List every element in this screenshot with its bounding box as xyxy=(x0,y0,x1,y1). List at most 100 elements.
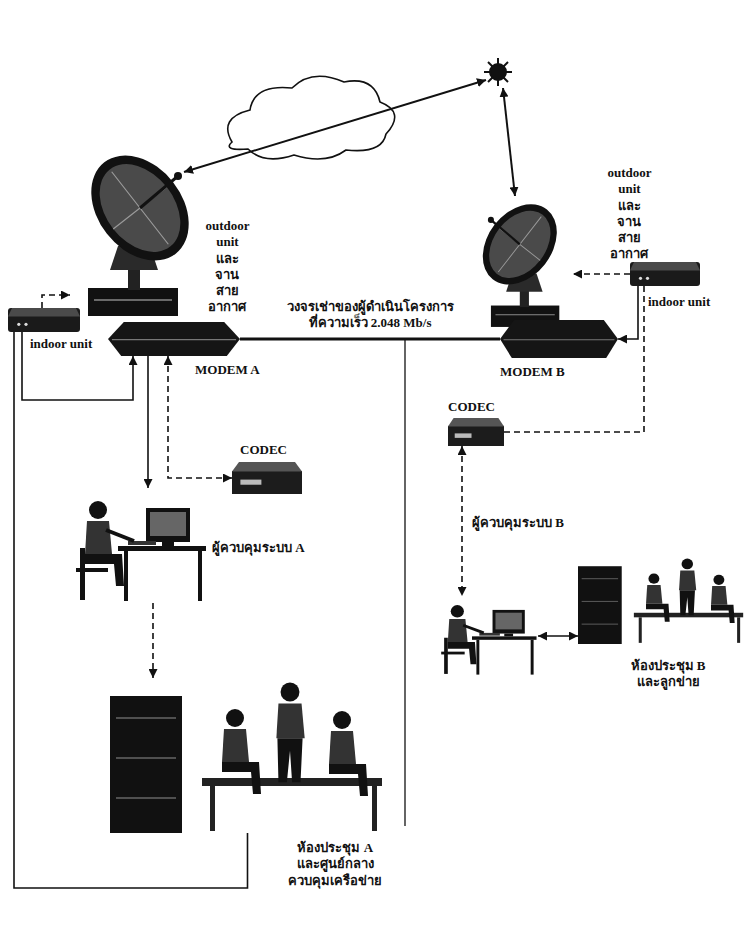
meeting-room: ห้องประชุม B และลูกข่าย xyxy=(578,556,745,644)
satellite-dish: outdoor unit และจานสายอากาศ xyxy=(478,200,573,330)
device-label: CODEC xyxy=(240,442,287,458)
person-head xyxy=(713,575,724,585)
feed-horn xyxy=(488,217,494,223)
dish-reflector xyxy=(468,190,573,299)
satellite xyxy=(484,58,512,86)
desk-leg xyxy=(124,551,128,601)
monitor-stand xyxy=(504,634,513,637)
unit-trim xyxy=(94,299,172,301)
unit-body xyxy=(630,262,700,286)
link-label: วงจรเช่าของผู้ดำเนินโครงการ ที่ความเร็ว … xyxy=(252,299,488,332)
table-leg xyxy=(639,617,642,643)
connector xyxy=(240,338,500,341)
modem-body xyxy=(108,322,240,356)
person-head xyxy=(281,683,300,702)
person-body xyxy=(711,586,727,605)
uplink-arrow xyxy=(184,80,486,172)
codec-icon xyxy=(232,462,302,494)
feed-arm xyxy=(140,176,178,208)
operator-station: ผู้ควบคุมระบบ B xyxy=(428,596,538,676)
modem-icon xyxy=(108,322,240,356)
connector xyxy=(14,332,248,888)
person-head xyxy=(451,605,464,618)
codec-body xyxy=(232,471,302,494)
table-leg xyxy=(372,786,377,831)
monitor xyxy=(146,508,190,542)
indoor-unit-icon xyxy=(630,262,700,286)
codec-icon xyxy=(448,418,504,446)
connector xyxy=(538,635,578,637)
equipment-cabinet xyxy=(110,696,182,833)
dish-face xyxy=(477,199,564,290)
meeting-room: ห้องประชุม A และศูนย์กลางควบคุมเครือข่าย xyxy=(110,678,385,833)
person-legs xyxy=(85,554,124,586)
codec-panel xyxy=(240,480,261,485)
device-label: CODEC xyxy=(448,399,495,415)
table-leg xyxy=(210,786,215,831)
modem-icon xyxy=(500,320,618,358)
person-body xyxy=(329,731,356,764)
person-body xyxy=(448,619,468,642)
satellite-dish-icon xyxy=(478,200,573,330)
indoor-unit-icon xyxy=(8,308,80,332)
device-label: indoor unit xyxy=(30,336,92,352)
connector xyxy=(42,295,70,308)
chair-leg xyxy=(444,638,448,674)
monitor xyxy=(493,610,525,634)
device-label: ผู้ควบคุมระบบ A xyxy=(212,540,305,556)
satellite-dish: outdoor unit และจานสายอากาศ xyxy=(70,150,195,320)
monitor-stand xyxy=(162,542,174,546)
person-legs xyxy=(646,604,670,622)
modem-edge xyxy=(504,339,615,340)
person-body xyxy=(646,585,662,604)
desk-leg xyxy=(476,640,479,675)
indoor-unit: indoor unit xyxy=(630,262,700,286)
person-body xyxy=(276,704,304,739)
device-label: ห้องประชุม A และศูนย์กลางควบคุมเครือข่าย xyxy=(286,840,386,889)
person-legs xyxy=(277,738,302,782)
operator-station-icon xyxy=(428,596,538,676)
unit-top xyxy=(630,262,700,270)
modem: MODEM A xyxy=(108,322,240,356)
cloud xyxy=(228,76,395,159)
person-legs xyxy=(329,764,368,796)
person-body xyxy=(85,521,112,554)
person-head xyxy=(648,574,659,584)
feed-horn xyxy=(174,172,182,180)
person-head xyxy=(89,501,107,519)
feed-arm xyxy=(491,220,520,244)
codec: CODEC xyxy=(232,462,302,494)
dish-ribs xyxy=(85,151,195,265)
desk-top xyxy=(472,636,537,639)
person-head xyxy=(682,559,693,570)
unit-body xyxy=(8,308,80,332)
device-label: ผู้ควบคุมระบบ B xyxy=(472,515,564,531)
modem-edge xyxy=(112,339,236,340)
person-body xyxy=(222,729,249,762)
person-body xyxy=(679,571,696,591)
operator-station: ผู้ควบคุมระบบ A xyxy=(58,488,208,603)
desk-top xyxy=(118,546,206,551)
device-label: ห้องประชุม B และลูกข่าย xyxy=(611,658,726,691)
connector xyxy=(573,273,630,275)
outdoor-unit-box xyxy=(88,288,178,316)
cabinet-lines xyxy=(116,718,176,798)
operator-station-icon xyxy=(58,488,208,603)
device-label: outdoor unit และจานสายอากาศ xyxy=(608,165,652,263)
codec-top xyxy=(232,462,302,472)
person-legs xyxy=(711,605,735,623)
person-legs xyxy=(222,762,261,794)
device-label: indoor unit xyxy=(648,294,710,310)
modem-body xyxy=(500,320,618,358)
device-label: outdoor unit และจานสายอากาศ xyxy=(206,218,250,316)
cabinet-lines xyxy=(582,579,618,624)
connector xyxy=(461,446,463,596)
equipment-cabinet xyxy=(578,566,622,644)
meeting-room-icon xyxy=(578,556,745,644)
connector xyxy=(618,286,638,339)
unit-top xyxy=(8,308,80,316)
divider-line xyxy=(404,339,405,826)
person-arm xyxy=(106,530,134,541)
codec-body xyxy=(448,426,504,446)
indoor-unit: indoor unit xyxy=(8,308,80,332)
